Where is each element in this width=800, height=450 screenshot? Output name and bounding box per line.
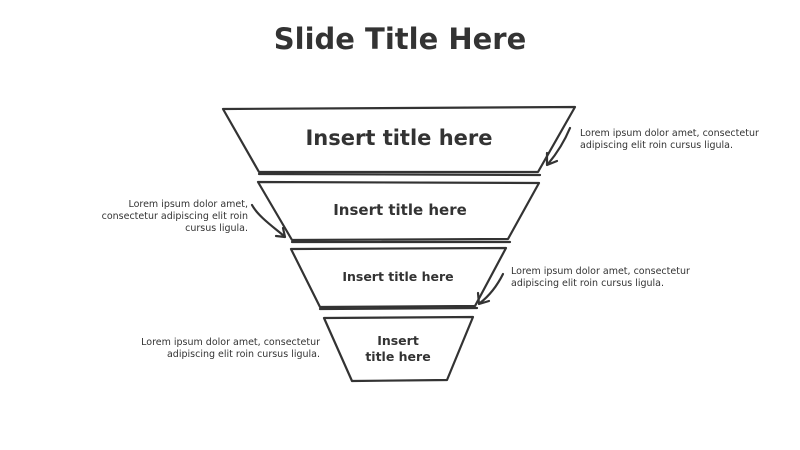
funnel-level-2-title: Insert title here: [333, 201, 467, 219]
funnel-level-2-shape: [256, 180, 541, 242]
funnel-level-4-shape: [322, 315, 475, 383]
funnel-level-3-shape: [289, 246, 508, 309]
slide-title: Slide Title Here: [273, 22, 527, 56]
funnel-level-3-title: Insert title here: [342, 269, 454, 284]
funnel-level-4-description: Lorem ipsum dolor amet, consectetur adip…: [141, 337, 320, 360]
funnel-level-1-title: Insert title here: [305, 126, 493, 150]
funnel-level-1-description: Lorem ipsum dolor amet, consectetur adip…: [580, 128, 759, 151]
funnel-level-3-underline: [318, 306, 479, 311]
funnel-level-2-description: Lorem ipsum dolor amet, consectetur adip…: [101, 199, 248, 234]
arrow-level-2: [250, 203, 287, 239]
funnel-level-3-description: Lorem ipsum dolor amet, consectetur adip…: [511, 266, 690, 289]
funnel-level-1-underline: [257, 172, 542, 177]
funnel-level-1-shape: [221, 105, 577, 174]
arrow-level-1: [545, 126, 572, 167]
arrow-level-3: [476, 272, 505, 306]
funnel-level-4-title: Insert title here: [365, 333, 431, 364]
